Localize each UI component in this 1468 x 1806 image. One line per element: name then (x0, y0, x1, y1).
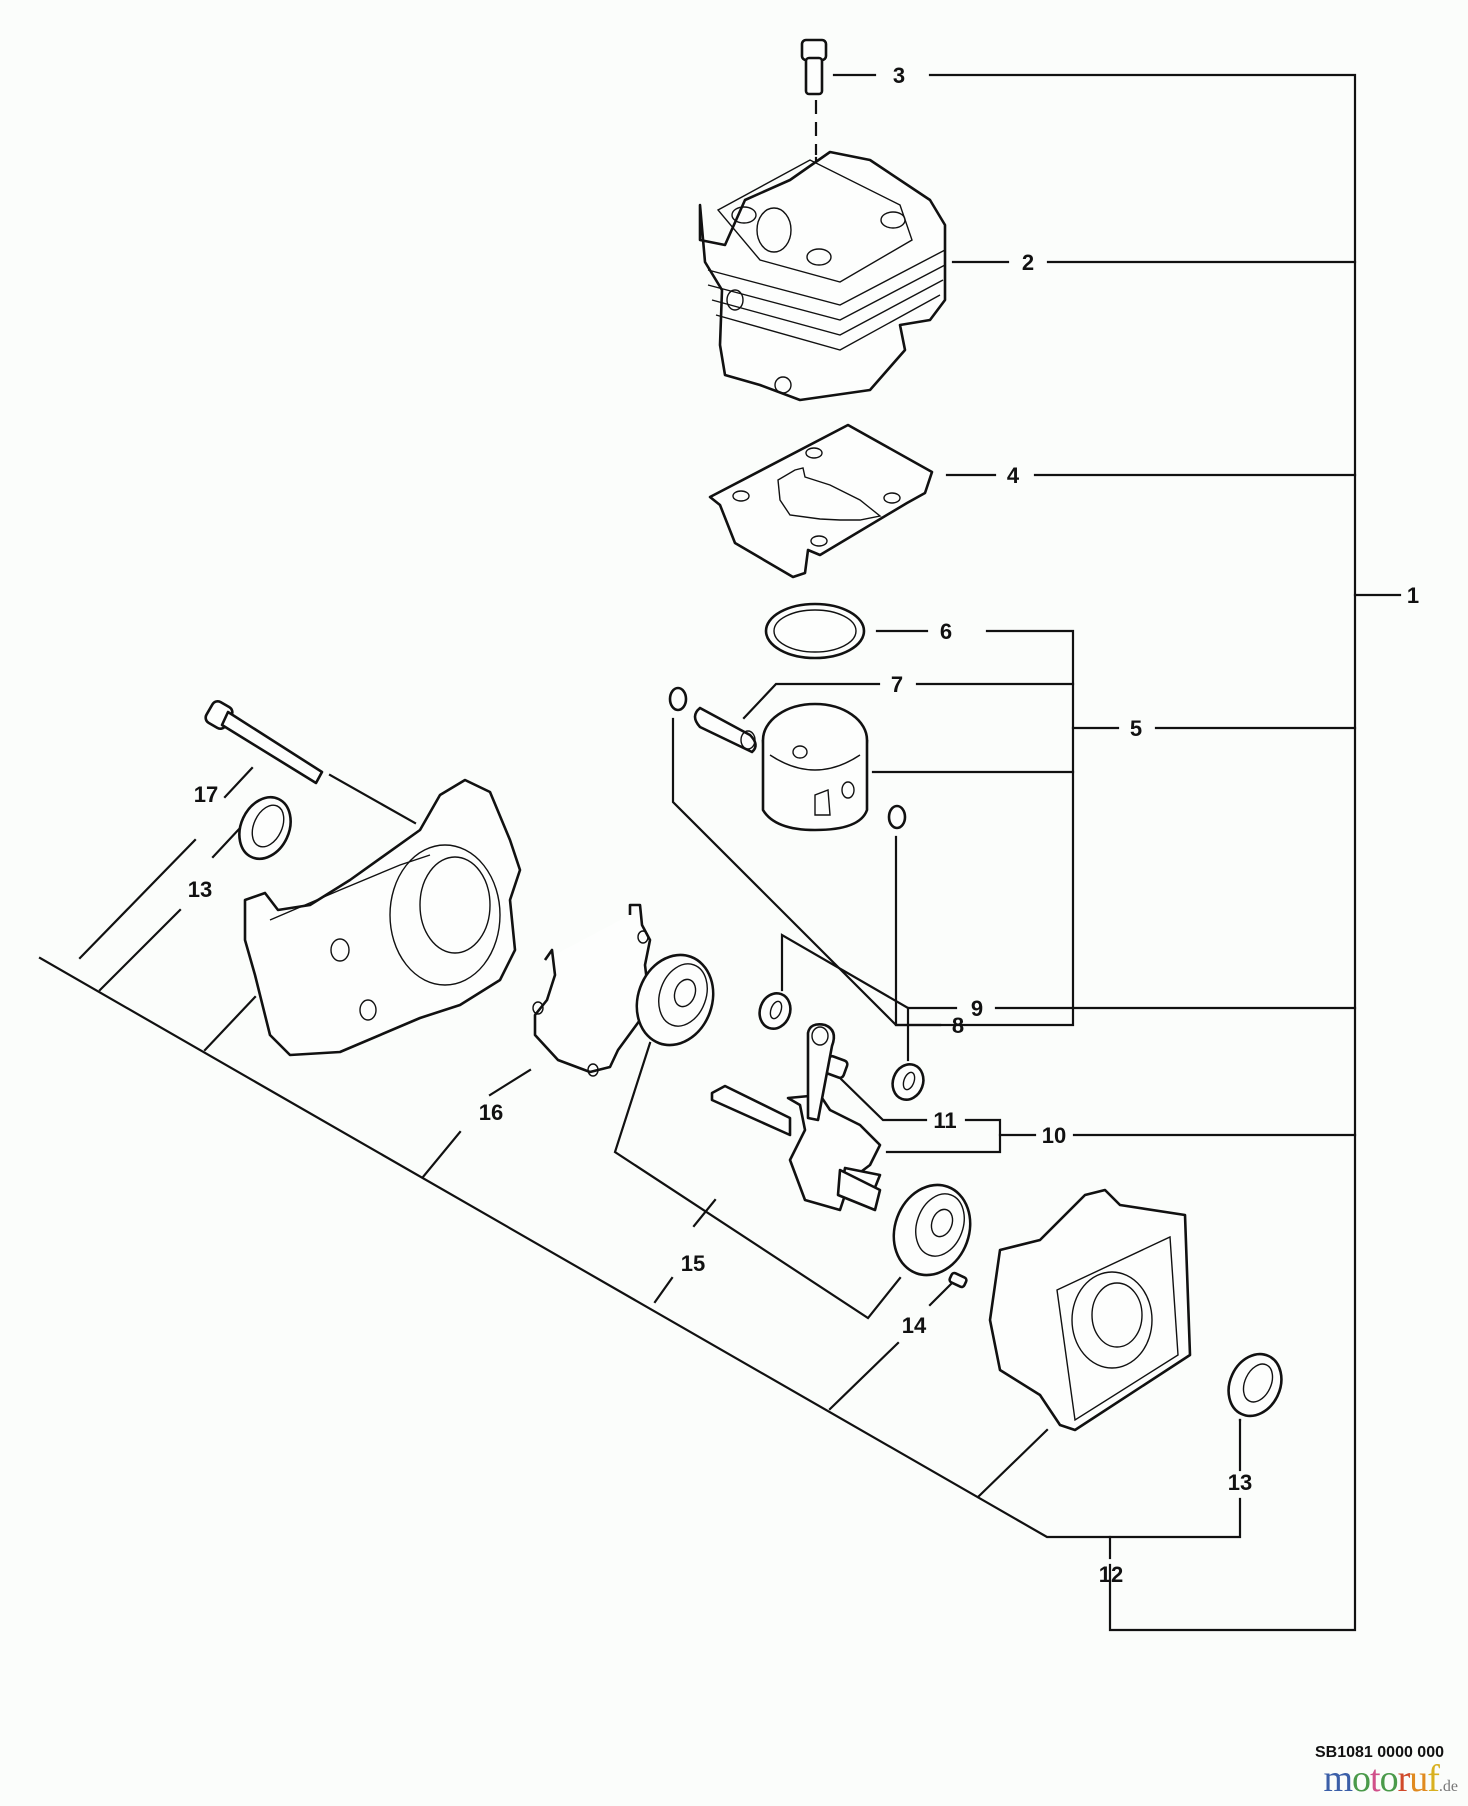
crankshaft (710, 1023, 882, 1212)
leader-9 (780, 933, 958, 1010)
callout-5: 5 (1130, 716, 1142, 741)
callout-6: 6 (940, 619, 952, 644)
callout-16: 16 (479, 1100, 503, 1125)
leader-16-top (488, 1068, 532, 1097)
oil-seal (238, 795, 292, 861)
cylinder-gasket (708, 423, 934, 579)
callout-12: 12 (1099, 1562, 1123, 1587)
callout-8: 8 (952, 1013, 964, 1038)
ball-bearing-right (892, 1183, 972, 1277)
thrust-washer (758, 992, 925, 1101)
watermark-letter: r (1397, 1758, 1411, 1800)
watermark-letter: o (1379, 1758, 1399, 1800)
leader-14 (828, 1341, 900, 1411)
leader-7-left (742, 682, 881, 720)
leader-16 (421, 1130, 462, 1179)
drawing-code: SB1081 0000 000 (1315, 1744, 1444, 1761)
callout-3: 3 (893, 63, 905, 88)
leader-17 (78, 838, 197, 960)
leader-14-top (928, 1278, 957, 1307)
leader-lines (38, 73, 1402, 1632)
oil-seal-right (1227, 1352, 1283, 1418)
circlip (668, 686, 907, 830)
leader-11 (839, 1077, 928, 1122)
crankcase-gasket (532, 903, 652, 1077)
watermark-suffix: .de (1438, 1778, 1458, 1795)
piston-pin (693, 706, 757, 754)
leader-13a (98, 908, 182, 992)
callout-17: 17 (194, 782, 218, 807)
callout-4: 4 (1007, 463, 1020, 488)
crankcase-half-left (243, 778, 522, 1057)
bracket-1 (928, 73, 1357, 1632)
callout-7: 7 (891, 672, 903, 697)
leader-13a-top (211, 826, 242, 859)
piston (761, 702, 869, 832)
watermark-letter: o (1352, 1758, 1371, 1800)
leader-crankcase (203, 995, 257, 1052)
callout-11: 11 (933, 1108, 956, 1133)
callout-13a: 13 (188, 877, 212, 902)
leader-8 (671, 717, 942, 1027)
leader-bolt-17 (328, 773, 417, 825)
watermark-letter: t (1370, 1758, 1381, 1800)
bracket-12 (38, 956, 1242, 1539)
cylinder (698, 150, 947, 402)
bracket-5 (896, 629, 1075, 1027)
callout-2: 2 (1022, 250, 1034, 275)
leader-15-label (692, 1198, 717, 1228)
crankcase-half-right (988, 1188, 1192, 1432)
watermark-letter: u (1409, 1758, 1428, 1800)
watermark-logo: motoruf.de (1323, 1760, 1458, 1806)
callout-labels: 1 2 3 4 5 6 7 8 9 10 11 12 13 13 14 15 1… (188, 63, 1419, 1587)
callout-13b: 13 (1228, 1470, 1252, 1495)
crankcase-bolt (204, 700, 324, 785)
callout-10: 10 (1042, 1123, 1066, 1148)
callout-1: 1 (1407, 583, 1419, 608)
leader-17-top (223, 766, 254, 799)
dowel-pin (948, 1271, 968, 1289)
callout-15: 15 (681, 1251, 705, 1276)
watermark-letter: f (1427, 1758, 1440, 1800)
watermark-letter: m (1323, 1758, 1353, 1800)
piston-ring (764, 602, 866, 660)
callout-14: 14 (902, 1313, 927, 1338)
leader-15-label-bottom (653, 1276, 674, 1304)
callout-9: 9 (971, 996, 983, 1021)
leader-15 (613, 1041, 902, 1320)
leader-fan-housing (976, 1428, 1049, 1499)
ball-bearing (635, 953, 715, 1047)
